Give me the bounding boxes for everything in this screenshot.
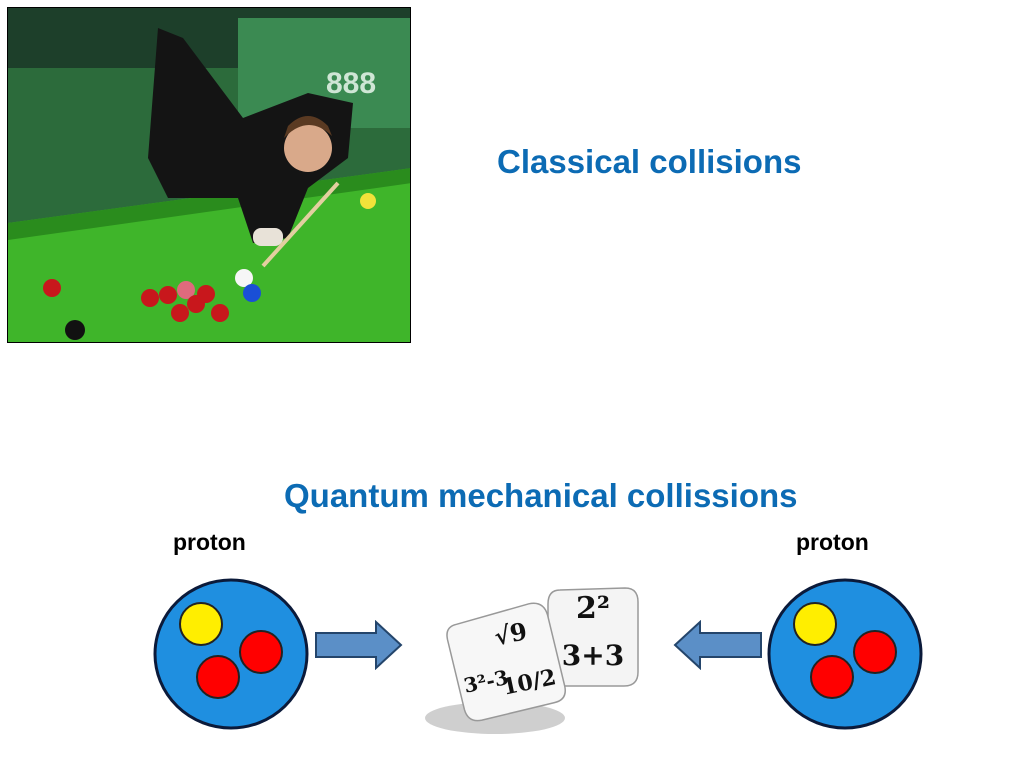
classical-collisions-title: Classical collisions [497,143,802,180]
arrow-right-icon [314,619,404,671]
die-one: √9 3²-3 10/2 [446,602,566,722]
svg-text:√9: √9 [492,616,530,651]
svg-text:3+3: 3+3 [562,639,624,672]
quantum-collisions-title: Quantum mechanical collissions [284,477,798,514]
snooker-photo: 888 [7,7,411,343]
right-proton-icon [766,577,924,731]
arrow-left-icon [672,619,764,671]
quark-red [810,655,854,699]
right-proton-label: proton [796,529,869,555]
left-proton-label: proton [173,529,246,555]
quark-yellow [179,602,223,646]
svg-text:2²: 2² [576,591,610,626]
left-proton-icon [152,577,310,731]
sponsor-sign-text: 888 [326,67,376,100]
dice-icon: 2² 3+3 √9 3²-3 10/2 [420,580,650,740]
quark-red [853,630,897,674]
quark-red [196,655,240,699]
quark-red [239,630,283,674]
quark-yellow [793,602,837,646]
die-two: 2² 3+3 [547,587,639,687]
